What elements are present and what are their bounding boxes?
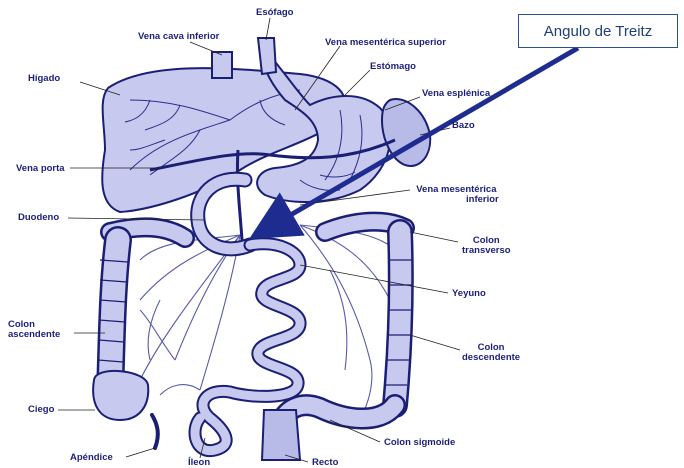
inferior-vena-cava bbox=[212, 52, 232, 78]
label-colon-transverso: Colon transverso bbox=[462, 236, 511, 256]
label-estomago: Estómago bbox=[370, 62, 416, 72]
esophagus bbox=[258, 38, 276, 74]
treitz-callout-text: Angulo de Treitz bbox=[544, 23, 652, 40]
label-vena-mesenterica-inferior: Vena mesentérica inferior bbox=[414, 185, 499, 205]
cecum bbox=[93, 371, 148, 420]
label-recto: Recto bbox=[312, 458, 338, 468]
appendix bbox=[152, 415, 158, 448]
label-bazo: Bazo bbox=[452, 121, 475, 131]
label-yeyuno: Yeyuno bbox=[452, 289, 486, 299]
treitz-callout-box: Angulo de Treitz bbox=[518, 14, 678, 48]
label-colon-descendente-line2: descendente bbox=[462, 353, 520, 363]
label-colon-transverso-line2: transverso bbox=[462, 246, 511, 256]
label-vena-cava-inferior: Vena cava inferior bbox=[138, 32, 219, 42]
label-vena-mesenterica-superior: Vena mesentérica superior bbox=[325, 38, 446, 48]
label-colon-sigmoide: Colon sigmoide bbox=[384, 438, 455, 448]
label-colon-ascendente: Colon ascendente bbox=[8, 320, 60, 340]
label-vena-mesenterica-inferior-line2: inferior bbox=[414, 195, 499, 205]
label-ileon: Íleon bbox=[188, 458, 210, 468]
label-vena-esplenica: Vena esplénica bbox=[422, 89, 490, 99]
label-colon-ascendente-line2: ascendente bbox=[8, 330, 60, 340]
rectum bbox=[262, 410, 300, 460]
descending-colon bbox=[385, 232, 412, 405]
label-ciego: Ciego bbox=[28, 405, 54, 415]
transverse-colon bbox=[110, 222, 405, 238]
ascending-colon bbox=[98, 240, 128, 390]
label-vena-porta: Vena porta bbox=[16, 164, 65, 174]
label-apendice: Apéndice bbox=[70, 453, 113, 463]
label-colon-descendente: Colon descendente bbox=[462, 343, 520, 363]
label-esofago: Esófago bbox=[256, 8, 293, 18]
label-higado: Hígado bbox=[28, 74, 60, 84]
label-duodeno: Duodeno bbox=[18, 213, 59, 223]
